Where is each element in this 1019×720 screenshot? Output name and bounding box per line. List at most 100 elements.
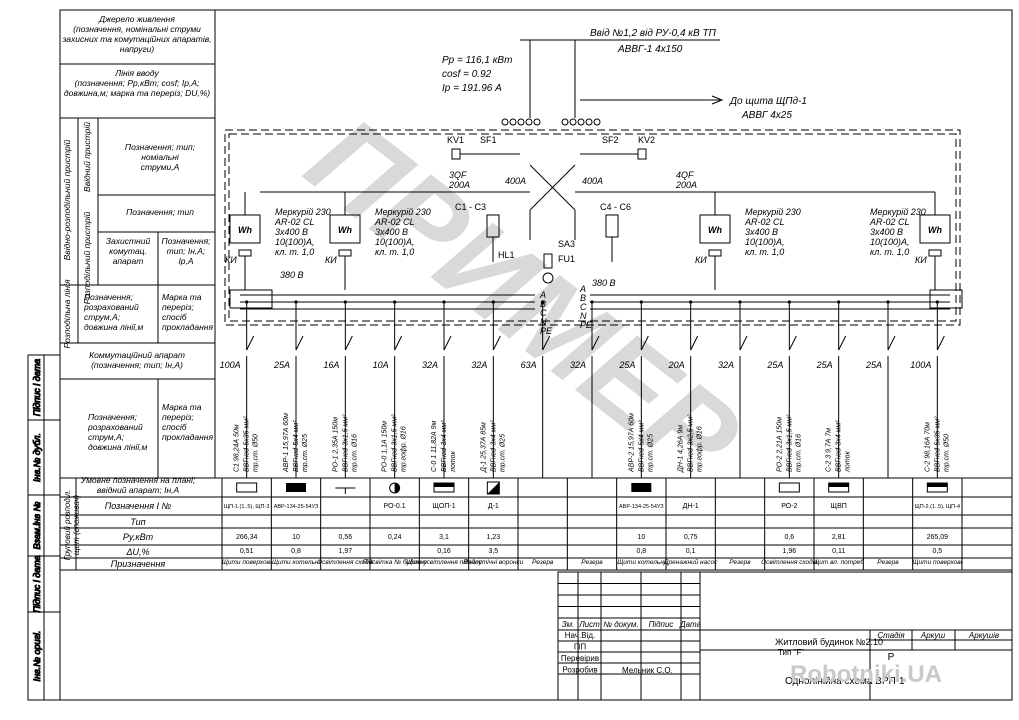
- terminal: [593, 118, 601, 126]
- feeder-line-spec: АВР-1 15,97А 60м: [283, 413, 290, 473]
- feeder-designation: АВР-134-25-54УЗ: [274, 504, 319, 510]
- title-type: Тип "F": [778, 648, 804, 657]
- type-label: Тип: [130, 517, 145, 527]
- bus-tap: [639, 300, 643, 304]
- feeder-breaker: 32А: [570, 360, 586, 370]
- feeder-breaker: 32А: [471, 360, 487, 370]
- rozp-desc: Позначення; тип: [126, 207, 194, 217]
- bus-tap: [491, 300, 495, 304]
- title-col-label: № докум.: [603, 620, 638, 629]
- feeder-route: тр.ст. Ø25: [647, 434, 654, 472]
- meter-wh-label: Wh: [338, 225, 352, 235]
- feeder-line-spec: РО-2 2,21А 150м: [776, 417, 783, 472]
- feeder-line-spec: Д-1 25,37А 85м: [480, 422, 487, 473]
- bus-tap: [343, 300, 347, 304]
- qf4-rating: 200А: [675, 180, 697, 190]
- feeder-purpose: Щити поверхові: [222, 558, 272, 566]
- feeder-designation: ЩОП-1: [432, 503, 455, 510]
- feeder-purpose: Щити поверхові: [913, 558, 963, 566]
- power-label: Ру,кВт: [123, 532, 154, 542]
- current-transformer: [338, 249, 352, 257]
- phase-label-right: B: [580, 293, 586, 303]
- meter-wh-label: Wh: [708, 225, 722, 235]
- terminal: [525, 118, 533, 126]
- ip-label: Ір = 191.96 А: [442, 83, 502, 94]
- meter-wh-label: Wh: [238, 225, 252, 235]
- title-author: Мельник С.О.: [622, 666, 673, 675]
- feeder-line-spec: С1 98,24А 50м: [234, 424, 241, 472]
- feeder-breaker: 100А: [910, 360, 931, 370]
- phase-label-left: PE: [540, 326, 553, 336]
- feeder-breaker: 16А: [323, 360, 339, 370]
- breaker-contact: [788, 335, 797, 351]
- hl1-label: HL1: [498, 250, 515, 260]
- bus-tap: [787, 300, 791, 304]
- plan-symbol-filled: [286, 483, 306, 492]
- bus-terminal-left: [229, 289, 273, 309]
- terminal: [585, 118, 593, 126]
- feeder-route: тр.ст. Ø25: [499, 434, 506, 472]
- feeder-line-spec: ДН-1 4,26А 9м: [678, 425, 685, 473]
- feeder-purpose: Дренажний насос: [663, 558, 718, 566]
- site-logo: Robotniki.UA: [790, 661, 942, 688]
- feeder-designation: ЩП-2.(1..5), ЩП-4: [915, 504, 960, 510]
- feeder-purpose: Щит освітлення підвалу: [406, 558, 483, 566]
- side-stamp-label: Інв.№ оригі.: [32, 631, 42, 682]
- bus-tap: [935, 300, 939, 304]
- vvidnyi-label: Ввідний пристрій: [82, 122, 92, 192]
- rozpodilnyi-label: Розподільний пристрій: [82, 211, 92, 304]
- breaker-contact: [295, 335, 304, 351]
- c1c3-label: С1 - С3: [455, 202, 486, 212]
- feeder-du: 0,16: [437, 548, 451, 555]
- v380-left: 380 В: [280, 270, 304, 280]
- arrow: [711, 95, 724, 105]
- qf4-label: 4QF: [676, 170, 694, 180]
- feeder-route: тр.ст. Ø50: [253, 434, 260, 472]
- feeder-purpose: Щит вл. потреб: [813, 558, 864, 566]
- phase-label-right: N: [580, 311, 587, 321]
- pp-label: Рр = 116,1 кВт: [442, 55, 512, 66]
- feeder-line-spec: РО-1 2,35А 150м: [332, 417, 339, 472]
- current-transformer: [708, 249, 722, 257]
- feeder-power: 0,24: [388, 534, 402, 541]
- feeder-designation: РО-0.1: [384, 503, 406, 510]
- to-board-cable: АВВГ 4х25: [741, 110, 792, 121]
- feeder-du: 1,97: [339, 548, 353, 555]
- feeder-breaker: 25А: [273, 360, 290, 370]
- feeder-route: лоток: [450, 451, 457, 473]
- feeder-cable: ВВГнгd-3х1,5 мм²: [392, 414, 399, 472]
- plan-symbol-fill: [927, 483, 948, 487]
- plan-symbol-fill: [434, 483, 454, 487]
- title-col-label: Підпис: [649, 620, 674, 629]
- bus-tap: [541, 300, 545, 304]
- breaker-contact: [640, 335, 649, 351]
- plan-symbol-label: Умовне позначення на плані;ввідний апара…: [80, 475, 196, 495]
- breaker-contact: [344, 335, 353, 351]
- feeder-du: 0,8: [636, 548, 646, 555]
- feeder-line-spec: РО-0 1,1А 150м: [382, 421, 389, 472]
- feeder-breaker: 63А: [521, 360, 537, 370]
- terminal: [533, 118, 541, 126]
- breaker-contact: [690, 335, 699, 351]
- feeder-designation: АВР-134-25-54УЗ: [619, 504, 664, 510]
- side-stamp-label: Взам.інв №: [32, 501, 42, 549]
- title-sheets: Аркушів: [968, 631, 999, 640]
- ki-label: КИ: [915, 255, 927, 265]
- plan-symbol: [778, 482, 800, 493]
- current-transformer: [928, 249, 942, 257]
- feeder-breaker: 100А: [220, 360, 241, 370]
- title-person-label: Нач.Від.: [565, 631, 595, 640]
- fu1-label: FU1: [558, 254, 575, 264]
- feeder-route: лоток: [845, 451, 852, 473]
- title-person-label: Розробив: [562, 666, 597, 675]
- feeder-route: тр.ст. Ø16: [795, 434, 802, 472]
- du-label: ΔU,%: [125, 547, 149, 557]
- feeder-power: 0,75: [684, 534, 698, 541]
- consumer-group-label: Груповий розподіл.щит (споживач): [63, 490, 81, 561]
- feeder-cable: ВВГнгd-3х2,5 мм²: [688, 414, 695, 472]
